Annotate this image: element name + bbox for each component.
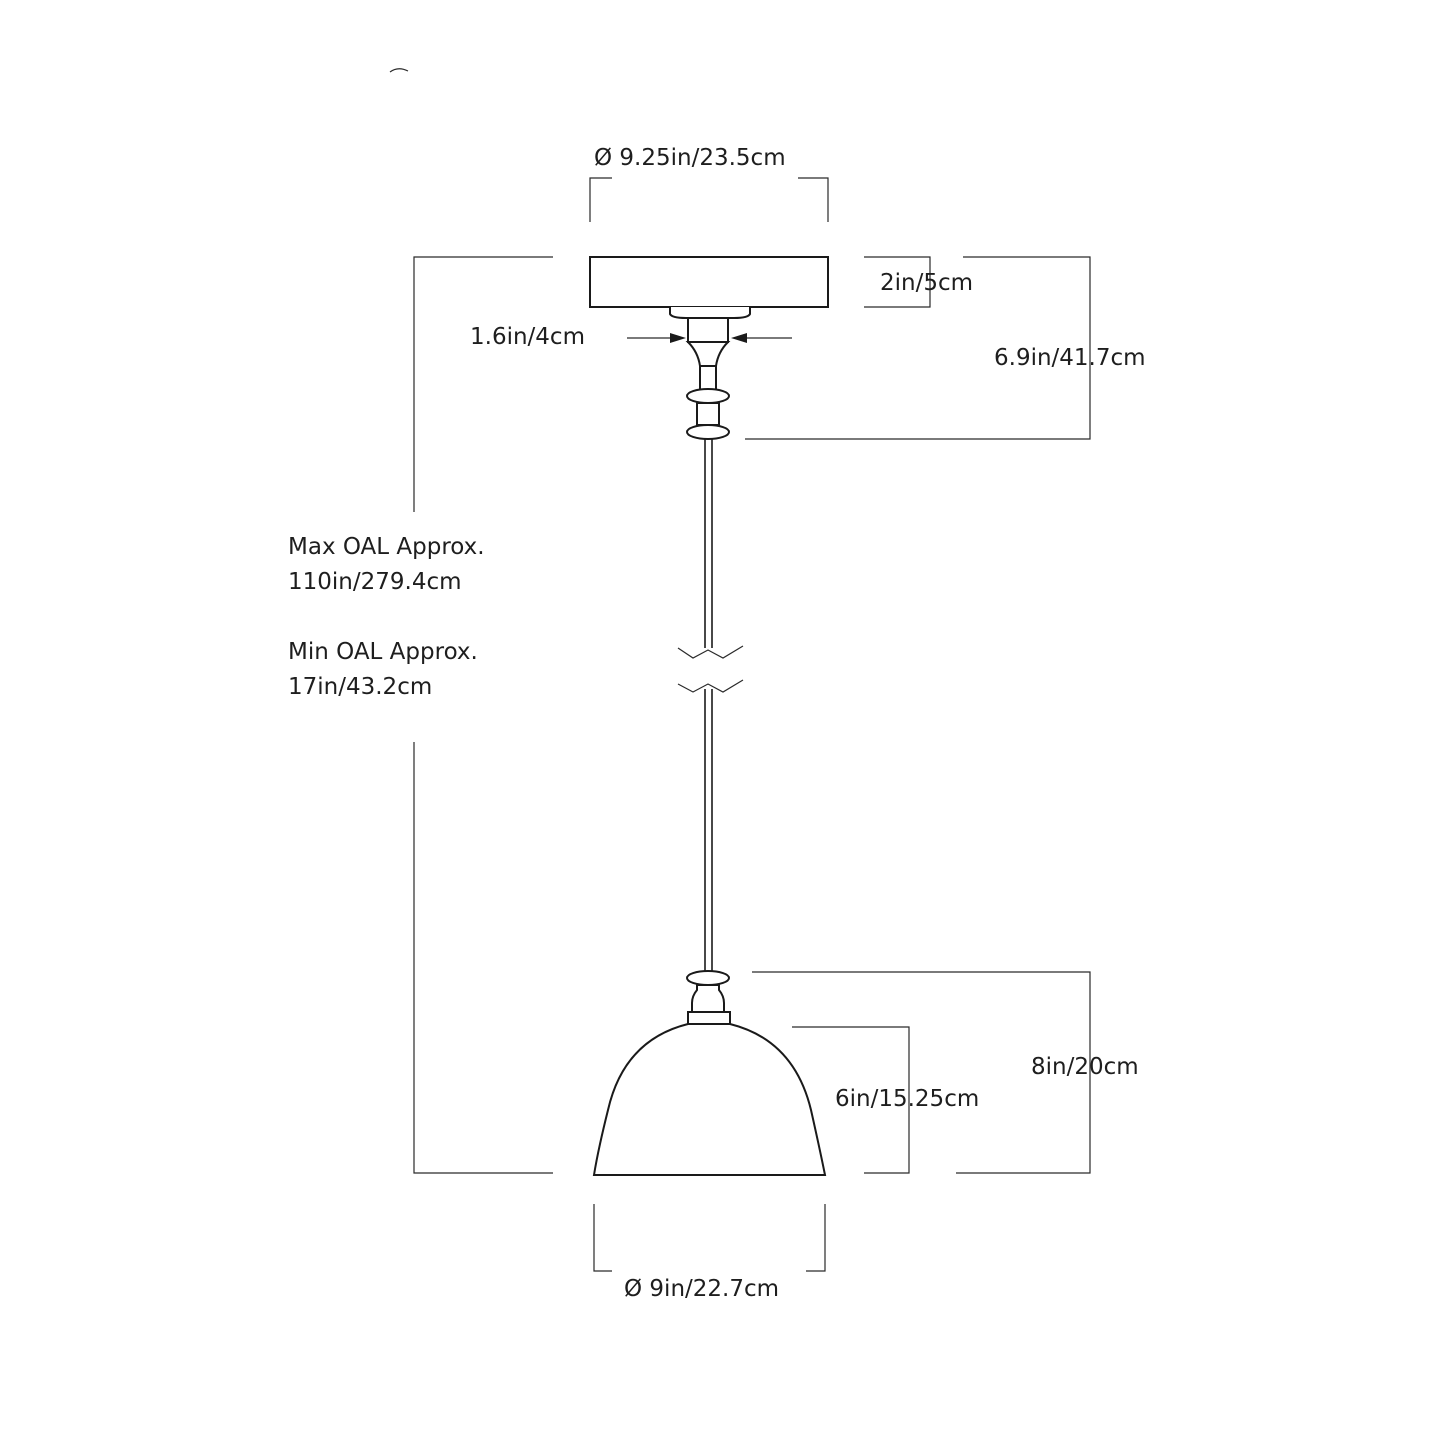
canopy — [589, 256, 829, 440]
fixture-neck — [691, 984, 725, 1013]
oal-bracket — [413, 256, 553, 1174]
shade-height-label: 6in/15.25cm — [835, 1086, 979, 1112]
canopy-assembly-height-label: 6.9in/41.7cm — [994, 345, 1146, 371]
stem-width-label: 1.6in/4cm — [470, 324, 585, 350]
canopy-stem-flare — [685, 341, 731, 367]
shade — [592, 1023, 827, 1176]
cord-break-lower — [677, 679, 744, 693]
fixture-height-bracket — [752, 971, 1091, 1174]
canopy-diameter-label: Ø 9.25in/23.5cm — [594, 145, 786, 171]
fixture-ring — [686, 970, 730, 986]
fixture-cap — [687, 1011, 731, 1025]
canopy-spacer — [696, 402, 720, 426]
min-oal-value: 17in/43.2cm — [288, 674, 432, 700]
fixture-height-label: 8in/20cm — [1031, 1054, 1139, 1080]
canopy-height-label: 2in/5cm — [880, 270, 973, 296]
shade-height-bracket — [792, 1026, 910, 1174]
max-oal-label: Max OAL Approx. — [288, 534, 485, 560]
canopy-bracket — [669, 307, 751, 319]
canopy-stem — [699, 365, 717, 391]
canopy-ring-1 — [686, 388, 730, 404]
corner-mark — [389, 68, 409, 73]
canopy-height-bracket — [864, 256, 931, 308]
canopy-ring-2 — [686, 424, 730, 440]
shade-diameter-label: Ø 9in/22.7cm — [624, 1276, 779, 1302]
canopy-plate — [589, 256, 829, 308]
min-oal-label: Min OAL Approx. — [288, 639, 478, 665]
shade-diameter-bracket — [593, 1204, 826, 1272]
fixture — [592, 970, 827, 1176]
canopy-assembly-bracket — [745, 256, 1091, 440]
canopy-diameter-bracket — [589, 177, 829, 222]
cord — [677, 439, 744, 972]
stem-width-arrows — [627, 333, 792, 343]
max-oal-value: 110in/279.4cm — [288, 569, 462, 595]
canopy-collar — [687, 317, 729, 343]
cord-break-upper — [677, 645, 744, 659]
